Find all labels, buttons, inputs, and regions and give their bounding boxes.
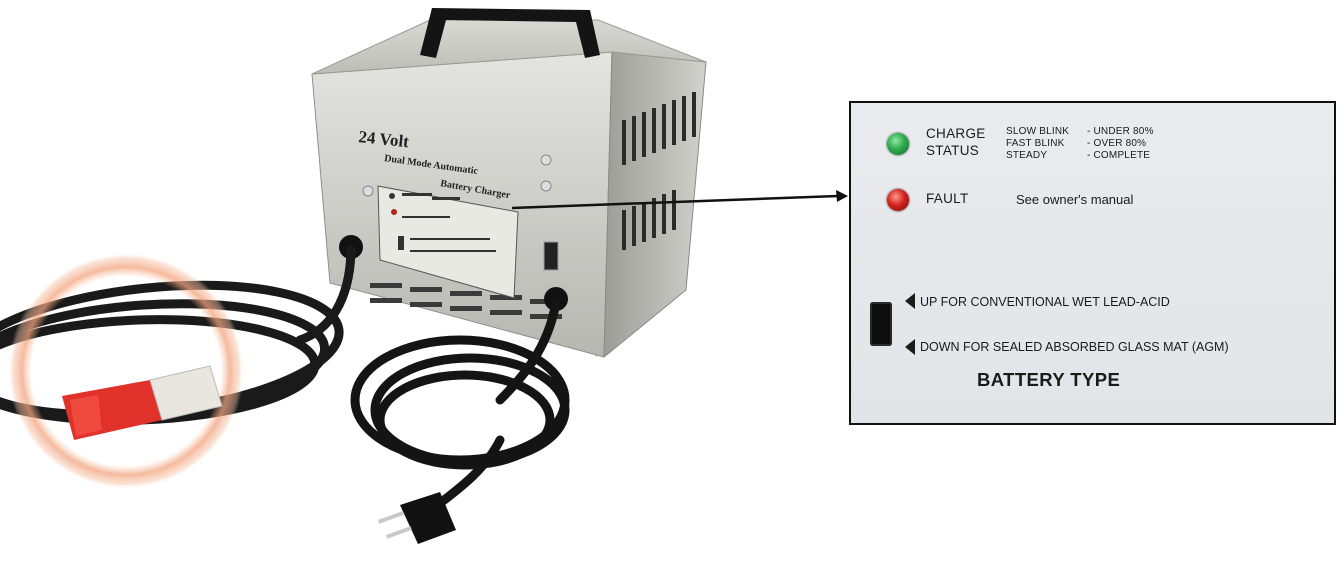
connector-highlight-ring xyxy=(8,253,244,489)
charge-desc-complete: - COMPLETE xyxy=(1087,150,1151,161)
zoom-arrow xyxy=(511,190,848,210)
zoomed-label-panel: CHARGE STATUS SLOW BLINK FAST BLINK STEA… xyxy=(849,101,1336,425)
arrow-down-pointer-icon xyxy=(905,339,915,355)
battery-type-switch-icon xyxy=(870,302,892,346)
blink-mode-slow: SLOW BLINK xyxy=(1006,126,1070,137)
fault-label: FAULT xyxy=(926,191,969,206)
arrow-up-pointer-icon xyxy=(905,293,915,309)
status-label: STATUS xyxy=(926,143,980,158)
blink-mode-steady: STEADY xyxy=(1006,150,1048,161)
battery-connector xyxy=(62,365,223,440)
battery-type-title: BATTERY TYPE xyxy=(977,369,1121,390)
battery-type-up-label: UP FOR CONVENTIONAL WET LEAD-ACID xyxy=(920,295,1170,309)
battery-type-down-label: DOWN FOR SEALED ABSORBED GLASS MAT (AGM) xyxy=(920,340,1229,354)
front-info-plate xyxy=(377,185,519,299)
charge-desc-over: - OVER 80% xyxy=(1087,138,1147,149)
fault-note: See owner's manual xyxy=(1016,192,1134,207)
charge-status-led-icon xyxy=(887,133,909,155)
blink-mode-fast: FAST BLINK xyxy=(1006,138,1065,149)
ac-plug xyxy=(378,492,456,544)
side-vents xyxy=(622,92,696,250)
charge-label: CHARGE xyxy=(926,126,986,141)
power-switch xyxy=(543,241,559,271)
fault-led-icon xyxy=(887,189,909,211)
charge-desc-under: - UNDER 80% xyxy=(1087,126,1154,137)
carry-handle xyxy=(420,8,600,58)
